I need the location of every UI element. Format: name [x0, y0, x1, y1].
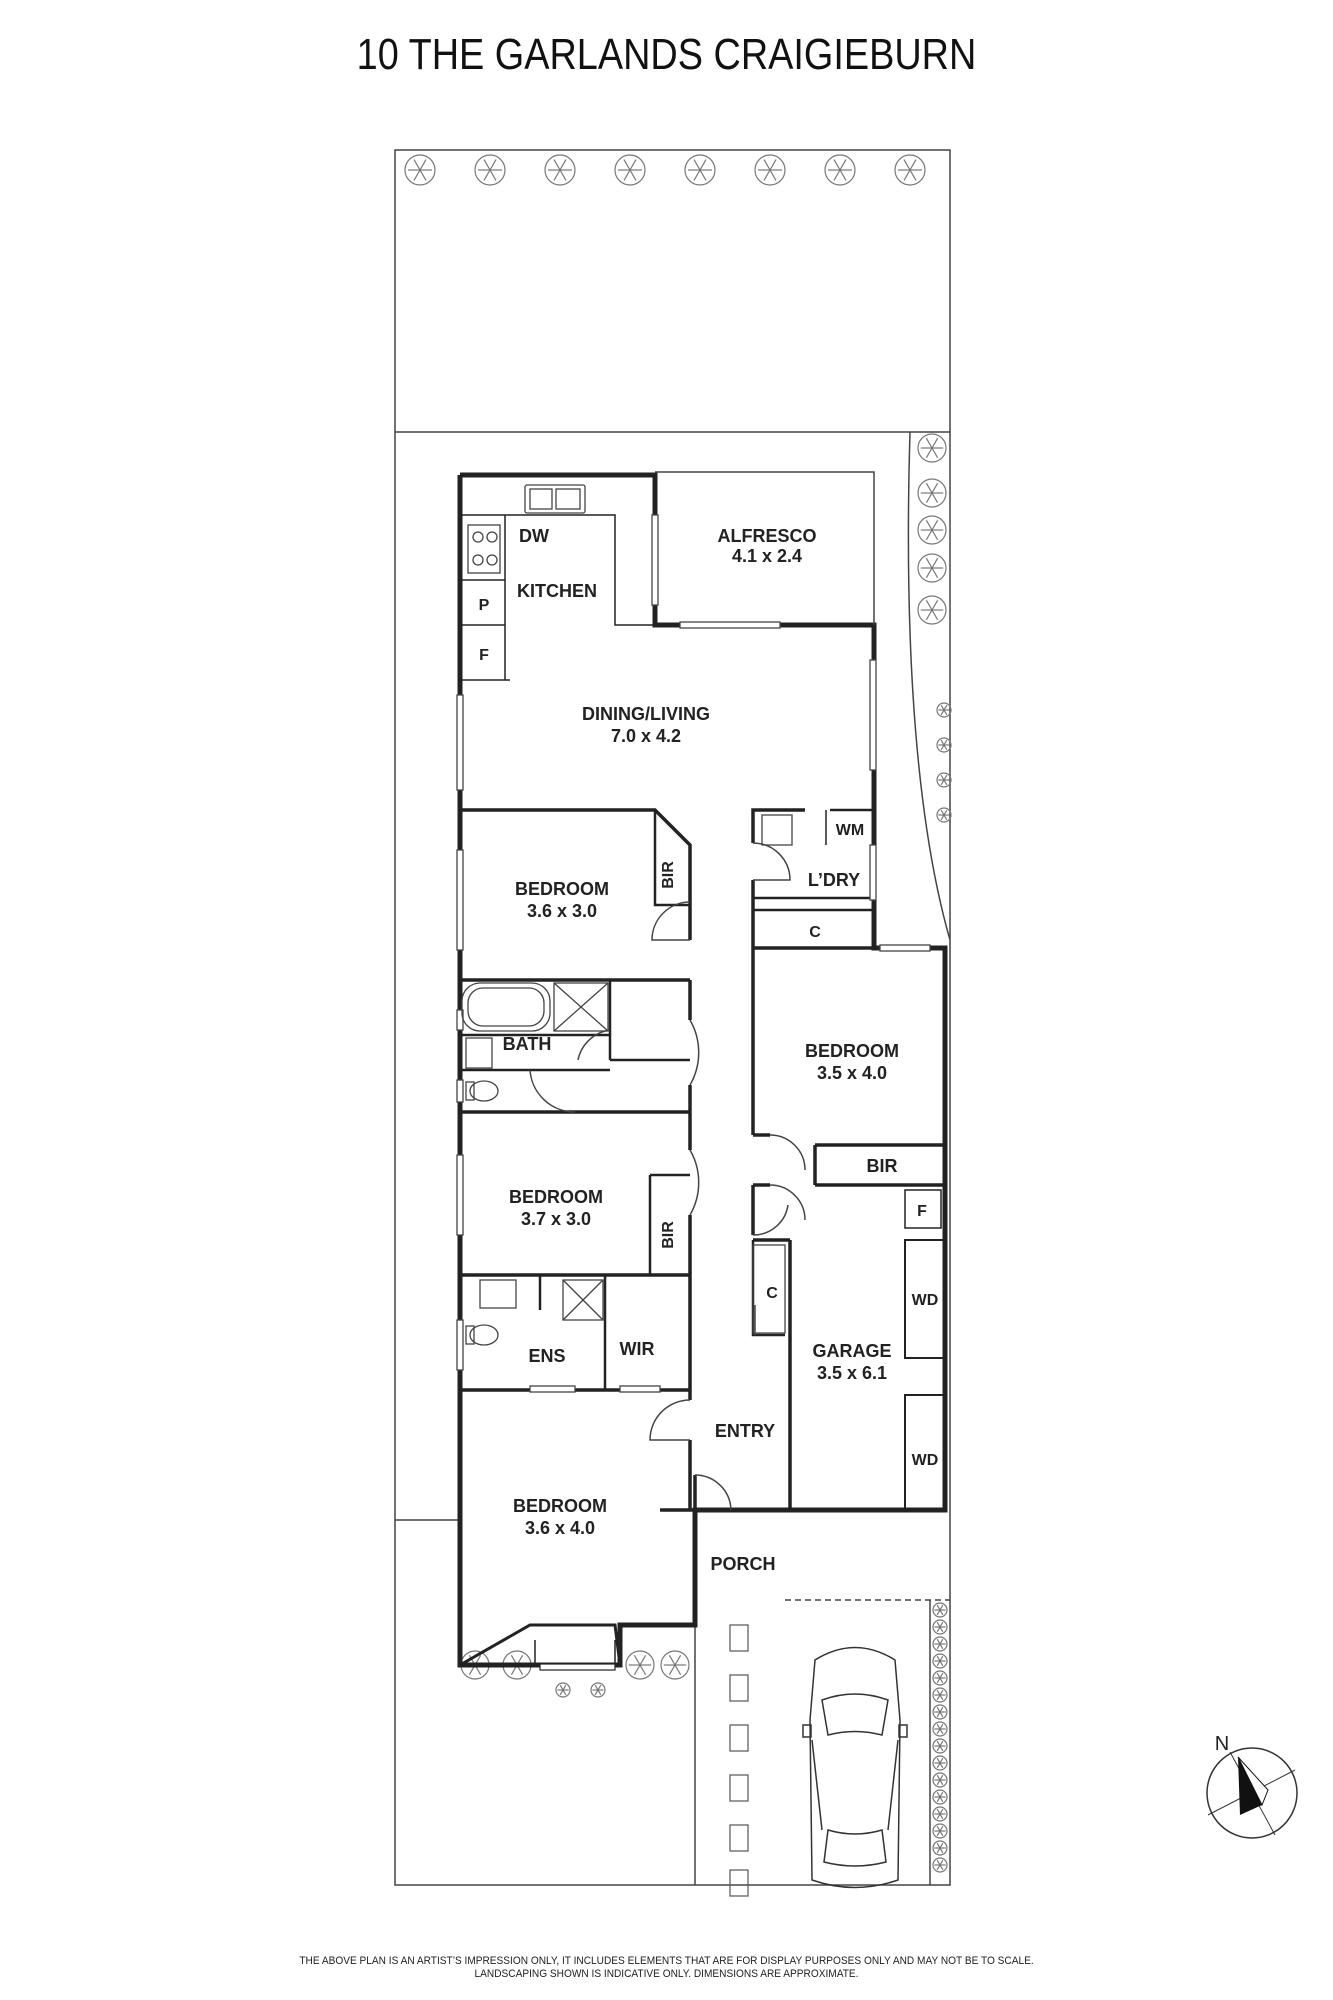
entry-label: ENTRY: [715, 1421, 775, 1441]
bedroom2-label: BEDROOM: [805, 1041, 899, 1061]
shrub-icon: [917, 478, 947, 508]
bedroom1-dims: 3.6 x 3.0: [527, 901, 597, 921]
hall-cupboard-label: C: [766, 1285, 778, 1302]
dining-living-dims: 7.0 x 4.2: [611, 726, 681, 746]
ens-label: ENS: [528, 1346, 565, 1366]
shrub-icon: [932, 1857, 948, 1873]
door-swings: [529, 842, 806, 1511]
paver: [729, 1674, 749, 1702]
shrub-icon: [932, 1772, 948, 1788]
shrub-icon: [917, 595, 947, 625]
shrub-icon: [590, 1682, 606, 1698]
bir1-label: BIR: [660, 861, 677, 889]
laundry-label: L’DRY: [808, 870, 860, 890]
bedroom3-label: BEDROOM: [509, 1187, 603, 1207]
dw-label: DW: [519, 526, 549, 546]
bath-label: BATH: [503, 1034, 552, 1054]
shrub-icon: [824, 154, 856, 186]
garage-fridge-label: F: [917, 1203, 927, 1220]
shrub-icon: [932, 1755, 948, 1771]
shrub-icon: [894, 154, 926, 186]
alfresco-label: ALFRESCO: [718, 526, 817, 546]
shrub-icon: [932, 1687, 948, 1703]
shrub-icon: [474, 154, 506, 186]
wd1-label: WD: [912, 1292, 939, 1309]
garage-dims: 3.5 x 6.1: [817, 1363, 887, 1383]
shrub-icon: [932, 1704, 948, 1720]
shrub-icon: [932, 1840, 948, 1856]
paver: [729, 1624, 749, 1652]
shrub-icon: [555, 1682, 571, 1698]
bedroom3-dims: 3.7 x 3.0: [521, 1209, 591, 1229]
shrub-icon: [917, 515, 947, 545]
bir2-label: BIR: [867, 1156, 898, 1176]
shrub-icon: [544, 154, 576, 186]
paver: [729, 1724, 749, 1752]
shrub-icon: [932, 1602, 948, 1618]
alfresco-dims: 4.1 x 2.4: [732, 546, 802, 566]
shrub-icon: [932, 1636, 948, 1652]
car-icon: [802, 1646, 908, 1889]
shrub-icon: [917, 433, 947, 463]
kitchen-label: KITCHEN: [517, 581, 597, 601]
porch-label: PORCH: [710, 1554, 775, 1574]
shrub-icon: [932, 1806, 948, 1822]
pantry-label: P: [479, 597, 490, 614]
garage-label: GARAGE: [812, 1341, 891, 1361]
plan-title: 10 THE GARLANDS CRAIGIEBURN: [356, 30, 977, 79]
fridge-label: F: [479, 647, 489, 664]
wm-label: WM: [836, 822, 864, 839]
shrub-icon: [932, 1789, 948, 1805]
fixtures: [461, 484, 793, 1346]
room-labels: ALFRESCO 4.1 x 2.4 DW KITCHEN P F DINING…: [479, 526, 939, 1574]
alfresco-outline: [655, 471, 875, 625]
disclaimer-line-2: LANDSCAPING SHOWN IS INDICATIVE ONLY. DI…: [474, 1968, 859, 1980]
shrub-icon: [932, 1721, 948, 1737]
paver: [729, 1824, 749, 1852]
dining-living-label: DINING/LIVING: [582, 704, 710, 724]
bir3-label: BIR: [660, 1221, 677, 1249]
laundry-cupboard-label: C: [809, 924, 821, 941]
shrub-icon: [614, 154, 646, 186]
paver: [729, 1869, 749, 1897]
wd2-label: WD: [912, 1452, 939, 1469]
shrub-icon: [932, 1823, 948, 1839]
shrub-icon: [936, 737, 952, 753]
shrub-icon: [404, 154, 436, 186]
compass-north-label: N: [1215, 1733, 1229, 1755]
shrub-icon: [936, 772, 952, 788]
driveway-pavers: [729, 1624, 749, 1897]
shrub-icon: [660, 1650, 690, 1680]
shrub-icon: [936, 702, 952, 718]
bedroom4-label: BEDROOM: [513, 1496, 607, 1516]
bedroom2-dims: 3.5 x 4.0: [817, 1063, 887, 1083]
shrub-icon: [936, 807, 952, 823]
shrub-icon: [932, 1619, 948, 1635]
bay-window: [459, 1623, 622, 1671]
shrub-icon: [932, 1670, 948, 1686]
wir-label: WIR: [620, 1339, 655, 1359]
bedroom4-dims: 3.6 x 4.0: [525, 1518, 595, 1538]
compass-rose: [1206, 1747, 1298, 1839]
windows: [456, 514, 931, 1393]
shrub-icon: [625, 1650, 655, 1680]
landscaping-shrubs: [404, 154, 952, 1873]
bedroom1-label: BEDROOM: [515, 879, 609, 899]
shrub-icon: [684, 154, 716, 186]
disclaimer-line-1: THE ABOVE PLAN IS AN ARTIST’S IMPRESSION…: [299, 1955, 1034, 1967]
paver: [729, 1774, 749, 1802]
shrub-icon: [932, 1738, 948, 1754]
shrub-icon: [932, 1653, 948, 1669]
disclaimer: THE ABOVE PLAN IS AN ARTIST’S IMPRESSION…: [0, 1955, 1333, 1981]
shrub-icon: [754, 154, 786, 186]
shrub-icon: [917, 553, 947, 583]
